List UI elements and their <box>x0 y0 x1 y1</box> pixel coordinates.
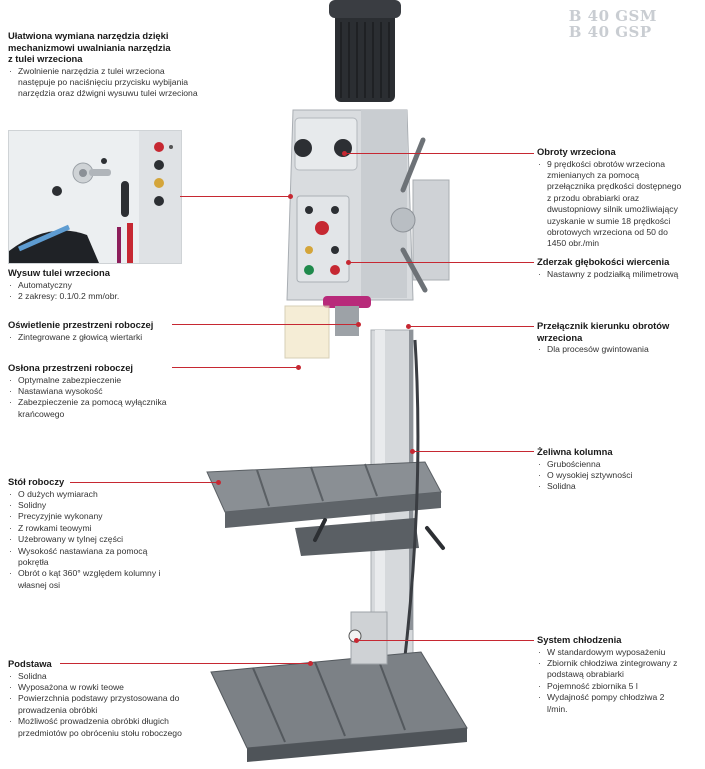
feature-title: Oświetlenie przestrzeni roboczej <box>8 319 154 330</box>
list-item: Automatyczny <box>8 280 178 292</box>
list-item: Zwolnienie narzędzia z tulei wrzeciona n… <box>8 66 198 100</box>
feature-direction: Przełącznik kierunku obrotów wrzeciona D… <box>537 320 697 356</box>
list-item: Zintegrowane z głowicą wiertarki <box>8 332 178 344</box>
leader-dot-direction <box>406 324 411 329</box>
leader-dot-speeds <box>342 151 347 156</box>
list-item: O dużych wymiarach <box>8 489 176 501</box>
leader-dot-column <box>410 449 415 454</box>
feature-speeds: Obroty wrzeciona 9 prędkości obrotów wrz… <box>537 146 687 250</box>
feature-title: Ułatwiona wymiana narzędzia dzięki mecha… <box>8 30 171 64</box>
leader-dot-guard <box>296 365 301 370</box>
leader-base <box>60 663 310 664</box>
leader-dot-tool-change <box>288 194 293 199</box>
leader-tool-change <box>180 196 290 197</box>
leader-dot-depth <box>346 260 351 265</box>
leader-table <box>70 482 218 483</box>
leader-speeds <box>344 153 534 154</box>
feature-title: Przełącznik kierunku obrotów wrzeciona <box>537 320 670 343</box>
feature-title: Wysuw tulei wrzeciona <box>8 267 110 278</box>
leader-dot-cooling <box>354 638 359 643</box>
drill-press-illustration <box>206 0 468 762</box>
list-item: Możliwość prowadzenia obróbki długich pr… <box>8 716 184 739</box>
feature-depth: Zderzak głębokości wiercenia Nastawny z … <box>537 256 697 280</box>
list-item: O wysokiej sztywności <box>537 470 687 482</box>
model-line-1: B 40 GSM <box>568 7 657 25</box>
leader-cooling <box>356 640 534 641</box>
feature-guard: Osłona przestrzeni roboczej Optymalne za… <box>8 362 178 420</box>
list-item: Użebrowany w tylnej części <box>8 534 176 546</box>
list-item: Pojemność zbiornika 5 l <box>537 681 687 693</box>
leader-lighting <box>172 324 358 325</box>
leader-guard <box>172 367 298 368</box>
model-title: B 40 GSM B 40 GSP <box>569 8 657 40</box>
list-item: W standardowym wyposażeniu <box>537 647 687 659</box>
feature-title: Żeliwna kolumna <box>537 446 613 457</box>
leader-dot-table <box>216 480 221 485</box>
list-item: Precyzyjnie wykonany <box>8 511 176 523</box>
list-item: 9 prędkości obrotów wrzeciona zmienianyc… <box>537 159 687 250</box>
list-item: Zabezpieczenie za pomocą wyłącznika krań… <box>8 397 178 420</box>
feature-cooling: System chłodzenia W standardowym wyposaż… <box>537 634 687 715</box>
list-item: Nastawny z podziałką milimetrową <box>537 269 697 281</box>
feature-title: Obroty wrzeciona <box>537 146 616 157</box>
tool-release-inset <box>8 130 182 264</box>
list-item: 2 zakresy: 0.1/0.2 mm/obr. <box>8 291 178 303</box>
list-item: Nastawiana wysokość <box>8 386 178 398</box>
list-item: Solidny <box>8 500 176 512</box>
list-item: Obrót o kąt 360° względem kolumny i włas… <box>8 568 176 591</box>
feature-title: Stół roboczy <box>8 476 65 487</box>
leader-depth <box>348 262 534 263</box>
feature-lighting: Oświetlenie przestrzeni roboczej Zintegr… <box>8 319 178 343</box>
list-item: Wysokość nastawiana za pomocą pokrętła <box>8 546 176 569</box>
feature-title: System chłodzenia <box>537 634 622 645</box>
list-item: Optymalne zabezpieczenie <box>8 375 178 387</box>
list-item: Solidna <box>8 671 184 683</box>
list-item: Powierzchnia podstawy przystosowana do p… <box>8 693 184 716</box>
list-item: Z rowkami teowymi <box>8 523 176 535</box>
feature-title: Podstawa <box>8 658 52 669</box>
leader-column <box>412 451 534 452</box>
feature-title: Zderzak głębokości wiercenia <box>537 256 670 267</box>
feature-column: Żeliwna kolumna Grubościenna O wysokiej … <box>537 446 687 493</box>
list-item: Dla procesów gwintowania <box>537 344 697 356</box>
feature-base: Podstawa Solidna Wyposażona w rowki teow… <box>8 658 184 739</box>
list-item: Wyposażona w rowki teowe <box>8 682 184 694</box>
tool-release-inset-icon <box>9 131 181 263</box>
feature-table: Stół roboczy O dużych wymiarach Solidny … <box>8 476 176 591</box>
leader-dot-lighting <box>356 322 361 327</box>
list-item: Solidna <box>537 481 687 493</box>
list-item: Grubościenna <box>537 459 687 471</box>
leader-direction <box>408 326 534 327</box>
list-item: Wydajność pompy chłodziwa 2 l/min. <box>537 692 687 715</box>
model-line-2: B 40 GSP <box>568 23 652 41</box>
list-item: Zbiornik chłodziwa zintegrowany z podsta… <box>537 658 687 681</box>
feature-title: Osłona przestrzeni roboczej <box>8 362 134 373</box>
feature-feed: Wysuw tulei wrzeciona Automatyczny 2 zak… <box>8 267 178 303</box>
leader-dot-base <box>308 661 313 666</box>
feature-tool-change: Ułatwiona wymiana narzędzia dzięki mecha… <box>8 30 198 100</box>
